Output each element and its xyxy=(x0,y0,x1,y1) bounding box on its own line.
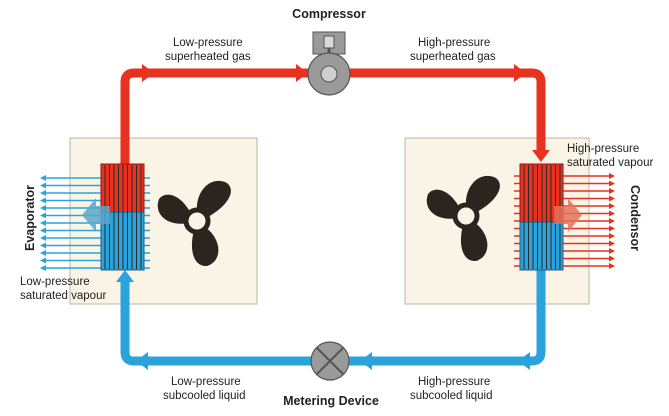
flow-arrow-icon xyxy=(532,150,550,162)
airflow-arrowhead xyxy=(609,225,615,232)
airflow-arrowhead xyxy=(609,233,615,239)
fan-icon xyxy=(426,175,500,262)
airflow-arrowhead xyxy=(40,242,46,249)
flow-arrow-icon xyxy=(518,352,530,370)
evaporator-label: Evaporator xyxy=(23,185,37,251)
state-label-evap-outlet-line1: Low-pressure xyxy=(20,276,90,288)
airflow-arrowhead xyxy=(40,257,46,264)
airflow-arrowhead xyxy=(609,255,615,262)
state-label-top-left-line1: Low-pressure xyxy=(173,37,243,49)
flow-arrow-icon xyxy=(136,352,148,370)
state-label-bottom-left-line2: subcooled liquid xyxy=(163,390,245,402)
state-label-evap-outlet-line2: saturated vapour xyxy=(20,290,106,302)
flow-arrow-icon xyxy=(142,64,154,82)
airflow-arrowhead xyxy=(40,212,46,219)
airflow-arrowhead xyxy=(609,188,615,194)
airflow-arrowhead xyxy=(40,220,46,226)
airflow-arrowhead xyxy=(40,182,46,189)
coil-icon xyxy=(100,163,145,271)
airflow-arrowhead xyxy=(40,265,46,271)
airflow-arrowhead xyxy=(40,197,46,204)
airflow-arrowhead xyxy=(609,263,615,269)
state-label-top-right-line1: High-pressure xyxy=(418,37,490,49)
airflow-arrowhead xyxy=(40,250,46,256)
state-label-bottom-left-line1: Low-pressure xyxy=(171,376,241,388)
airflow-arrowhead xyxy=(609,173,615,179)
metering-device-label: Metering Device xyxy=(283,394,379,408)
state-label-cond-inlet-line2: saturated vapour xyxy=(567,157,653,169)
compressor-icon xyxy=(307,31,351,96)
flow-arrow-icon xyxy=(116,270,134,282)
airflow-arrowhead xyxy=(609,240,615,247)
state-label-bottom-right-line2: subcooled liquid xyxy=(410,390,492,402)
state-label-bottom-right-line1: High-pressure xyxy=(418,376,490,388)
flow-arrow-icon xyxy=(360,352,372,370)
expansion-valve-icon xyxy=(310,341,350,381)
compressor-label: Compressor xyxy=(292,7,366,21)
flow-arrow-icon xyxy=(82,198,110,232)
fan-icon xyxy=(157,180,231,267)
state-label-top-right-line2: superheated gas xyxy=(410,51,496,63)
state-label-top-left-line2: superheated gas xyxy=(165,51,251,63)
airflow-arrowhead xyxy=(609,203,615,209)
airflow-arrowhead xyxy=(609,195,615,202)
flow-arrow-icon xyxy=(554,198,582,232)
airflow-arrowhead xyxy=(609,210,615,217)
airflow-arrowhead xyxy=(609,218,615,224)
airflow-arrowhead xyxy=(609,248,615,254)
airflow-arrowhead xyxy=(609,180,615,187)
condensor-label: Condensor xyxy=(628,185,642,251)
airflow-arrowhead xyxy=(40,227,46,234)
flow-arrow-icon xyxy=(514,64,526,82)
airflow-arrowhead xyxy=(40,175,46,181)
airflow-arrowhead xyxy=(40,205,46,211)
flow-arrow-icon xyxy=(296,64,308,82)
state-label-cond-inlet-line1: High-pressure xyxy=(567,143,639,155)
coil-icon xyxy=(519,163,564,271)
airflow-arrowhead xyxy=(40,190,46,196)
airflow-arrowhead xyxy=(40,235,46,241)
